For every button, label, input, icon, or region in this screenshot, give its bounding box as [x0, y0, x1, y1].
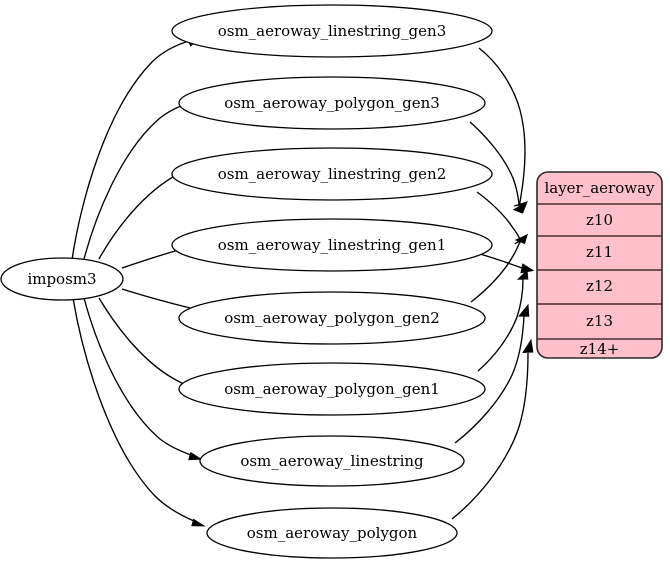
edge-linestring-gen3-to-z10: [478, 47, 528, 214]
node-label: osm_aeroway_linestring_gen3: [218, 22, 447, 40]
layer-row-z13[interactable]: z13: [586, 312, 613, 330]
layer-row-z11[interactable]: z11: [586, 243, 613, 261]
edge-polygon-to-z14: [451, 338, 534, 520]
layer-aeroway-body: [536, 171, 663, 359]
node-osm-aeroway-linestring-gen3[interactable]: osm_aeroway_linestring_gen3: [171, 4, 493, 58]
edge-imposm3-to-polygon: [72, 297, 206, 527]
layer-row-z14[interactable]: z14+: [580, 340, 620, 358]
node-osm-aeroway-polygon-gen3[interactable]: osm_aeroway_polygon_gen3: [178, 76, 486, 130]
edge-linestring-gen1-to-z12: [479, 253, 535, 274]
node-label: osm_aeroway_polygon_gen3: [224, 94, 440, 112]
node-label: osm_aeroway_polygon: [247, 524, 418, 542]
node-label: osm_aeroway_linestring: [240, 452, 424, 470]
node-layer-aeroway[interactable]: layer_aeroway z10 z11 z12 z13 z14+: [536, 171, 663, 359]
node-label: osm_aeroway_linestring_gen2: [218, 165, 447, 183]
edge-group-tables-to-layer: [451, 47, 535, 520]
node-osm-aeroway-polygon-gen1[interactable]: osm_aeroway_polygon_gen1: [178, 362, 486, 416]
edge-imposm3-to-linestring: [83, 297, 203, 461]
node-osm-aeroway-linestring-gen1[interactable]: osm_aeroway_linestring_gen1: [171, 218, 493, 272]
edge-linestring-to-z13: [454, 303, 530, 444]
node-osm-aeroway-linestring[interactable]: osm_aeroway_linestring: [199, 435, 465, 487]
edge-linestring-gen2-to-z11: [476, 191, 529, 245]
node-label: osm_aeroway_linestring_gen1: [218, 236, 447, 254]
node-label: osm_aeroway_polygon_gen2: [224, 309, 440, 327]
node-osm-aeroway-polygon-gen2[interactable]: osm_aeroway_polygon_gen2: [178, 291, 486, 345]
edge-polygon-gen3-to-z10: [469, 121, 528, 207]
layer-row-z10[interactable]: z10: [586, 211, 613, 229]
node-osm-aeroway-linestring-gen2[interactable]: osm_aeroway_linestring_gen2: [171, 147, 493, 201]
layer-row-z12[interactable]: z12: [586, 277, 613, 295]
edge-imposm3-to-linestring-gen3: [71, 37, 202, 261]
node-imposm3[interactable]: imposm3: [0, 257, 124, 301]
node-imposm3-label: imposm3: [27, 270, 96, 288]
node-label: osm_aeroway_polygon_gen1: [224, 380, 440, 398]
layer-aeroway-header: layer_aeroway: [544, 179, 655, 197]
edge-polygon-gen1-to-z12: [477, 269, 529, 372]
node-osm-aeroway-polygon[interactable]: osm_aeroway_polygon: [206, 507, 458, 559]
edge-polygon-gen2-to-z11: [470, 234, 528, 303]
